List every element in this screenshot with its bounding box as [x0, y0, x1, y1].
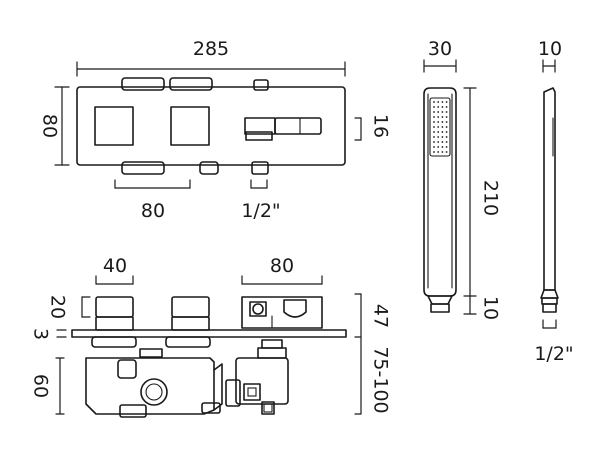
top-clip: [253, 79, 269, 91]
spray-face: [429, 97, 451, 157]
outlet-thread-label: 1/2": [241, 200, 280, 222]
spray-nozzle: [433, 151, 435, 153]
handset-holder: [283, 299, 307, 318]
spray-nozzle: [441, 106, 444, 108]
spray-nozzle: [445, 131, 448, 133]
spray-nozzle: [437, 131, 440, 133]
spray-nozzle: [445, 106, 448, 108]
handle-right: [170, 106, 210, 146]
valve-body: [85, 357, 215, 415]
handset-length-label: 210: [480, 180, 502, 216]
outlet-nut: [249, 301, 267, 317]
bracket-width-label: 80: [270, 255, 294, 277]
spray-nozzle: [445, 141, 448, 143]
outlet-bracket: [241, 296, 323, 329]
spray-nozzle: [437, 141, 440, 143]
spray-nozzle: [437, 146, 440, 148]
body-depth-label: 60: [30, 374, 52, 398]
spray-nozzle: [445, 121, 448, 123]
spray-nozzle: [433, 111, 435, 113]
cover-plate: [71, 329, 347, 338]
spray-nozzle: [433, 141, 435, 143]
spray-nozzle: [441, 131, 444, 133]
spray-nozzle: [441, 116, 444, 118]
plate-thickness-label: 3: [30, 328, 52, 340]
handset-connector: [427, 295, 453, 305]
spray-nozzle: [445, 101, 448, 103]
side-handle-right: [171, 296, 210, 318]
side-handle-left: [95, 296, 134, 318]
handle-width-label: 40: [103, 255, 127, 277]
outlet-thread: [245, 131, 273, 141]
spindle-left: [91, 336, 137, 348]
valve-inlet: [140, 378, 168, 406]
spray-nozzle: [441, 141, 444, 143]
top-lug-left: [121, 77, 165, 91]
handset-side-view: 10 1/2": [534, 38, 573, 365]
handle-height-label: 20: [47, 295, 69, 319]
wall-depth-label: 75-100: [370, 346, 392, 413]
spray-nozzle: [433, 131, 435, 133]
side-view: 40 80 20 3: [30, 255, 392, 418]
projection-label: 47: [370, 304, 392, 328]
handset-side-connector: [540, 289, 559, 299]
spray-nozzle: [433, 121, 435, 123]
spray-nozzle: [437, 151, 440, 153]
handset-end-label: 10: [480, 296, 502, 320]
outlet-depth-label: 16: [370, 114, 392, 138]
spindle-right: [165, 336, 211, 348]
handle-left: [94, 106, 134, 146]
spray-nozzle: [437, 101, 440, 103]
spray-nozzle: [437, 106, 440, 108]
bottom-lug-right: [199, 161, 219, 175]
spray-nozzle: [445, 116, 448, 118]
side-handle-left-base: [95, 316, 134, 331]
spray-nozzle: [433, 136, 435, 138]
handset-side-body: [543, 87, 556, 291]
handset-body: [423, 87, 457, 297]
bottom-clip: [251, 161, 269, 175]
spray-nozzle: [437, 136, 440, 138]
spray-nozzle: [445, 126, 448, 128]
spray-nozzle: [433, 116, 435, 118]
spray-nozzle: [445, 136, 448, 138]
spray-nozzle: [433, 146, 435, 148]
top-lug-right: [169, 77, 213, 91]
spray-nozzle: [433, 126, 435, 128]
side-handle-right-base: [171, 316, 210, 331]
front-view: 285 80 16 80: [39, 38, 392, 222]
spray-nozzle: [433, 101, 435, 103]
width-label: 285: [193, 38, 229, 60]
faceplate: [76, 86, 346, 166]
handset-thread-label: 1/2": [534, 343, 573, 365]
spray-nozzle: [445, 146, 448, 148]
handset-side-thread: [542, 303, 557, 313]
spray-nozzle: [441, 151, 444, 153]
spray-nozzle: [441, 136, 444, 138]
bottom-lug-left: [121, 161, 165, 175]
spray-nozzle: [437, 111, 440, 113]
handset-width-label: 30: [428, 38, 452, 60]
handset-side-width-label: 10: [538, 38, 562, 60]
spray-nozzle: [441, 121, 444, 123]
spray-nozzle: [445, 151, 448, 153]
spray-nozzles: [433, 101, 448, 153]
spray-nozzle: [437, 116, 440, 118]
height-label: 80: [39, 114, 61, 138]
outlet-spout: [274, 117, 322, 135]
spray-nozzle: [437, 121, 440, 123]
spray-nozzle: [441, 101, 444, 103]
handset-thread: [430, 303, 450, 313]
spray-nozzle: [445, 111, 448, 113]
spray-nozzle: [437, 126, 440, 128]
spray-nozzle: [441, 126, 444, 128]
handle-spacing-label: 80: [141, 200, 165, 222]
spray-nozzle: [433, 106, 435, 108]
spray-nozzle: [441, 146, 444, 148]
handset-front-view: 30 210 10: [423, 38, 502, 320]
spray-nozzle: [441, 111, 444, 113]
